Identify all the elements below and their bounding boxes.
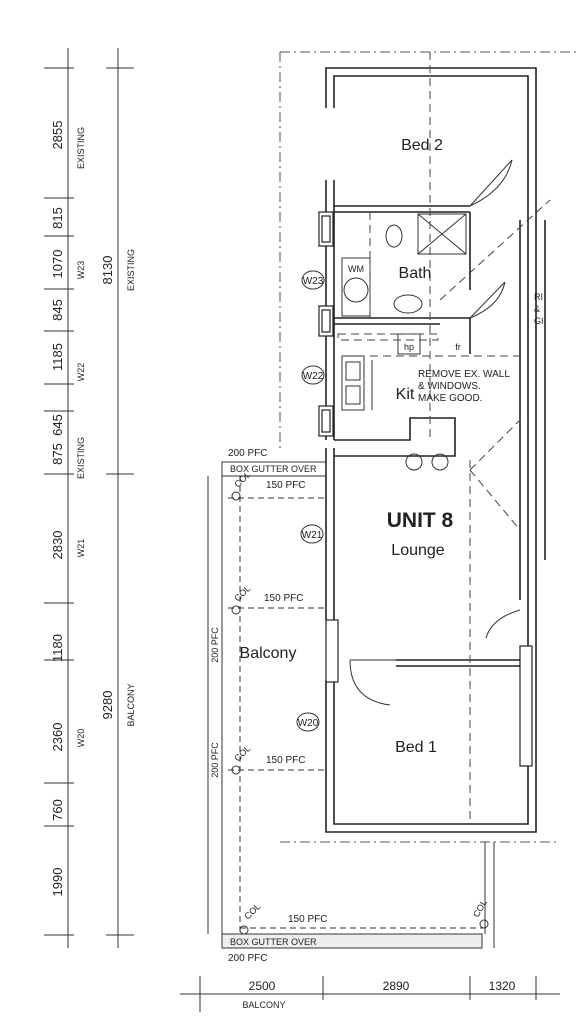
dim-note-w22: W22 <box>76 363 86 382</box>
dim-1070: 1070 <box>50 250 65 279</box>
dim-1180: 1180 <box>50 634 65 662</box>
dim-note-w20: W20 <box>76 729 86 748</box>
dim-760: 760 <box>50 799 65 821</box>
room-label-bed2: Bed 2 <box>401 137 443 154</box>
note-200pfc-side: 200 PFC <box>210 627 220 663</box>
bottom-dimension-chain <box>180 976 560 1012</box>
window-tags <box>296 270 325 732</box>
left-dimension-labels: 2855 EXISTING 815 1070 W23 845 1185 W22 … <box>50 121 136 897</box>
balcony-beams <box>228 476 485 934</box>
site-boundary <box>279 51 578 843</box>
dim-note-w21: W21 <box>76 539 86 558</box>
column-5 <box>479 919 489 929</box>
columns <box>231 491 489 935</box>
dim-2500: 2500 <box>249 979 276 993</box>
window-tag-w21: W21 <box>302 530 323 541</box>
edge-text-1: RI <box>534 292 543 302</box>
note-150pfc-c: 150 PFC <box>266 755 305 766</box>
dim-845: 845 <box>50 299 65 321</box>
note-box-gutter-bottom: BOX GUTTER OVER <box>230 937 317 947</box>
dim-815: 815 <box>50 207 65 229</box>
dim-2855: 2855 <box>50 121 65 150</box>
dim-875: 875 <box>50 443 65 465</box>
column-4 <box>239 925 249 935</box>
edge-text-3: GI <box>534 316 544 326</box>
room-label-unit: UNIT 8 <box>387 509 454 532</box>
dashed-lines <box>337 52 551 824</box>
window-tag-w23: W23 <box>303 276 324 287</box>
dim-note-existing-1: EXISTING <box>76 127 86 169</box>
room-label-bed1: Bed 1 <box>395 739 437 756</box>
walls <box>325 67 546 833</box>
dim-2360: 2360 <box>50 723 65 752</box>
dim-8130-label: EXISTING <box>126 249 136 291</box>
fixture-label-fr: fr <box>455 342 461 352</box>
column-2 <box>231 605 241 615</box>
room-label-balcony: Balcony <box>240 645 297 662</box>
col-label-4: COL <box>242 901 262 921</box>
window-tag-w22: W22 <box>303 371 324 382</box>
dim-2890: 2890 <box>383 979 410 993</box>
kitchen-fixtures <box>341 333 449 471</box>
dim-2830: 2830 <box>50 531 65 560</box>
note-150pfc-a: 150 PFC <box>266 480 305 491</box>
room-label-lounge: Lounge <box>391 542 444 559</box>
room-label-kit: Kit <box>396 386 415 403</box>
dim-note-w23: W23 <box>76 261 86 280</box>
bath-fixtures <box>341 213 467 317</box>
dim-balcony-label: BALCONY <box>242 1000 285 1010</box>
dim-9280: 9280 <box>100 691 115 720</box>
column-1 <box>231 491 241 501</box>
column-3 <box>231 765 241 775</box>
dim-ticks-outer <box>106 67 134 936</box>
dim-1990: 1990 <box>50 868 65 897</box>
room-label-bath: Bath <box>399 265 432 282</box>
dim-645: 645 <box>50 414 65 436</box>
note-remove-1: REMOVE EX. WALL <box>418 369 510 380</box>
dim-9280-label: BALCONY <box>126 683 136 726</box>
dim-8130: 8130 <box>100 256 115 285</box>
fixture-label-wm: WM <box>348 264 364 274</box>
note-remove-2: & WINDOWS. <box>418 381 481 392</box>
note-200pfc-side-2: 200 PFC <box>210 742 220 778</box>
edge-text-2: & <box>534 304 540 314</box>
dim-note-existing-2: EXISTING <box>76 437 86 479</box>
left-dimension-chains <box>44 48 134 948</box>
window-tag-w20: W20 <box>298 718 319 729</box>
col-label-3: COL <box>232 743 252 763</box>
door-swings <box>349 159 521 706</box>
note-remove-3: MAKE GOOD. <box>418 393 482 404</box>
dim-ticks-inner <box>44 67 74 936</box>
col-label-2: COL <box>232 583 252 603</box>
note-150pfc-bottom: 150 PFC <box>288 914 327 925</box>
note-150pfc-b: 150 PFC <box>264 593 303 604</box>
col-label-5: COL <box>471 898 489 919</box>
balcony-structure <box>207 461 495 949</box>
dim-1320: 1320 <box>489 979 516 993</box>
note-200pfc-bottom: 200 PFC <box>228 953 267 964</box>
window-panels <box>318 211 533 767</box>
fixture-label-hp: hp <box>404 342 414 352</box>
note-200pfc-top: 200 PFC <box>228 448 267 459</box>
dim-1185: 1185 <box>50 343 65 371</box>
note-box-gutter-top: BOX GUTTER OVER <box>230 464 317 474</box>
